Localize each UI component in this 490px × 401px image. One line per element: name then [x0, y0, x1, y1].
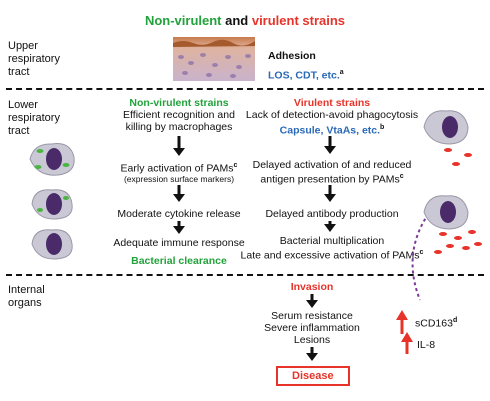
virulent-heading: Virulent strains [293, 97, 371, 109]
title-nonvirulent: Non-virulent [144, 13, 222, 28]
virulent-step2-line: Delayed activation of and reduced antige… [232, 159, 432, 186]
region-internal-label: Internal organs [8, 284, 45, 309]
il8-up-arrow-icon [401, 332, 413, 354]
region-lower-label: Lower respiratory tract [8, 99, 60, 137]
bacteria-red-cluster-2-icon [434, 230, 482, 254]
macrophage-virulent-2-icon [423, 195, 469, 230]
nonvirulent-step2-sup: c [233, 162, 238, 169]
title-and: and [221, 13, 252, 28]
nonvirulent-arrow-1 [173, 136, 185, 156]
scd163-up-arrow-icon [396, 310, 408, 334]
title-virulent: virulent strains [251, 13, 346, 28]
internal-arrow-1 [306, 294, 318, 308]
nonvirulent-outcome: Bacterial clearance [131, 255, 227, 267]
virulent-arrow-3 [324, 221, 336, 232]
marker-il8: IL-8 [417, 339, 436, 351]
nonvirulent-step2: Early activation of PAMsc [94, 160, 264, 175]
disease-box: Disease [276, 366, 350, 386]
virulent-factors-text: Capsule, VtaAs, etc. [279, 124, 381, 137]
nonvirulent-step2-text: Early activation of PAMs [120, 162, 234, 175]
virulent-step3: Delayed antibody production [265, 208, 399, 220]
nonvirulent-arrow-2 [173, 185, 185, 202]
virulent-step2-sup: c [399, 173, 404, 180]
invasion-label: Invasion [290, 281, 334, 293]
adhesion-factors-text: LOS, CDT, etc. [268, 69, 340, 82]
nonvirulent-step3: Moderate cytokine release [117, 208, 241, 220]
nonvirulent-heading: Non-virulent strains [129, 97, 229, 109]
nonvirulent-step2-sub: (expression surface markers) [123, 174, 235, 184]
region-upper-label: Upper respiratory tract [8, 40, 60, 78]
bacteria-red-cluster-1-icon [444, 148, 472, 166]
internal-steps: Serum resistance Severe inflammation Les… [264, 310, 360, 346]
nonvirulent-step1: Efficient recognition and killing by mac… [123, 109, 235, 133]
divider-lower-internal [6, 274, 484, 276]
marker-scd163-sup: d [452, 317, 458, 324]
virulent-step4b: Late and excessive activation of PAMsc [232, 247, 432, 262]
macrophage-nonvirulent-2-icon [31, 189, 73, 220]
adhesion-factors: LOS, CDT, etc.a [268, 67, 344, 82]
virulent-arrow-2 [324, 185, 336, 202]
macrophage-virulent-1-icon [423, 110, 469, 145]
virulent-step4b-text: Late and excessive activation of PAMs [240, 249, 420, 262]
internal-arrow-2 [306, 347, 318, 361]
marker-scd163-text: sCD163 [415, 317, 453, 330]
nonvirulent-arrow-3 [173, 221, 185, 234]
virulent-factors-sup: b [380, 124, 385, 131]
adhesion-label: Adhesion [268, 50, 316, 62]
divider-upper-lower [6, 88, 484, 90]
virulent-factors: Capsule, VtaAs, etc.b [232, 122, 432, 137]
virulent-step4b-sup: c [419, 249, 424, 256]
marker-scd163: sCD163d [415, 315, 457, 330]
diagram-title: Non-virulent and virulent strains [0, 13, 490, 28]
virulent-step4a: Bacterial multiplication [279, 235, 385, 247]
virulent-step2: Delayed activation of and reduced antige… [232, 159, 432, 186]
epithelium-tissue-image [173, 37, 255, 81]
macrophage-nonvirulent-1-icon [29, 143, 75, 176]
virulent-step2-text: Delayed activation of and reduced antige… [252, 159, 412, 186]
virulent-arrow-1 [324, 136, 336, 154]
macrophage-nonvirulent-3-icon [31, 229, 73, 260]
nonvirulent-step4: Adequate immune response [113, 237, 245, 249]
virulent-step1: Lack of detection-avoid phagocytosis [245, 109, 419, 121]
adhesion-factors-sup: a [339, 69, 344, 76]
